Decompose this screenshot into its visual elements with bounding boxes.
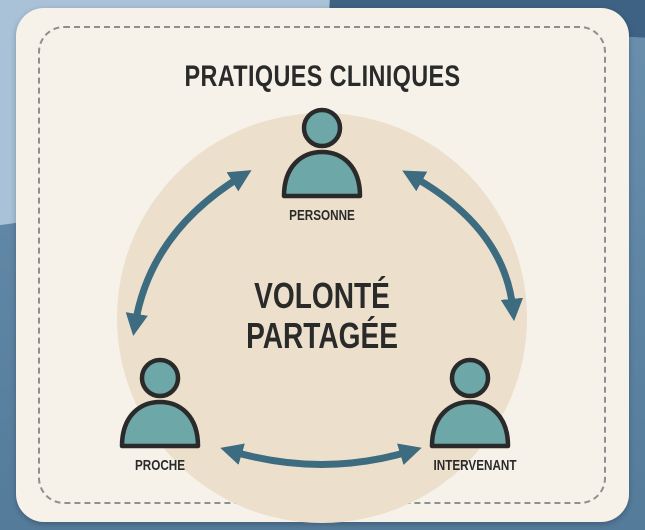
center-label: VOLONTÉ PARTAGÉE: [244, 276, 400, 356]
label-proche: PROCHE: [134, 457, 186, 474]
label-intervenant: INTERVENANT: [433, 457, 517, 474]
person-icon-intervenant: [429, 357, 511, 449]
person-icon-personne: [281, 107, 363, 199]
diagram-title: PRATIQUES CLINIQUES: [184, 60, 461, 93]
arrow-proche-intervenant: [220, 443, 422, 468]
label-personne: PERSONNE: [289, 207, 355, 224]
person-icon-proche: [119, 357, 201, 449]
center-label-line1: VOLONTÉ: [254, 275, 390, 316]
arrow-personne-intervenant: [402, 170, 524, 322]
arrow-personne-proche: [125, 170, 252, 337]
center-label-line2: PARTAGÉE: [246, 315, 398, 356]
